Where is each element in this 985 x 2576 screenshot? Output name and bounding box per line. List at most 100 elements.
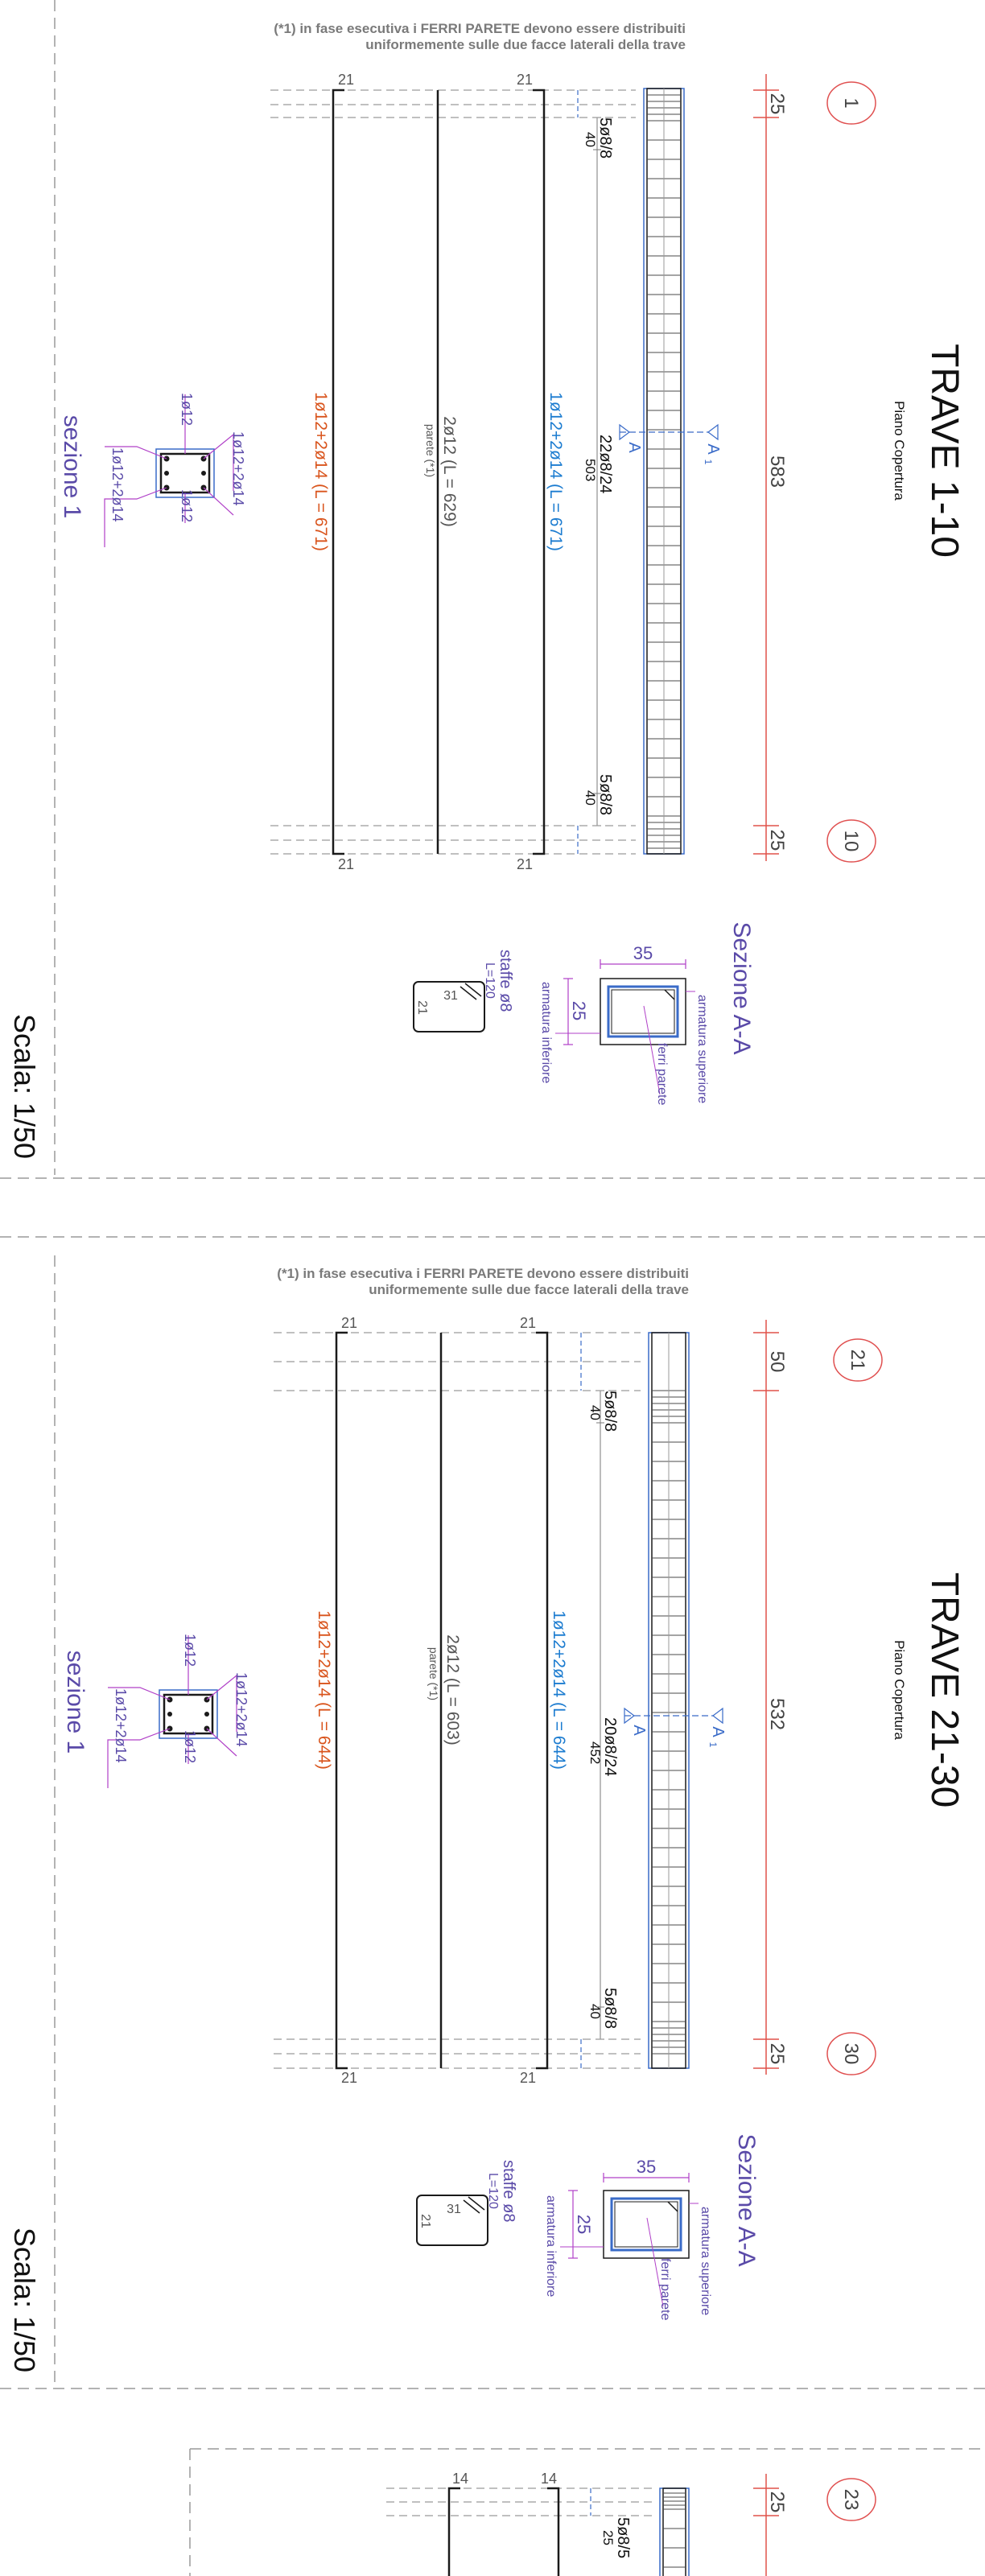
sectionAA-outline bbox=[600, 978, 686, 1045]
node-marker-start bbox=[833, 1338, 883, 1382]
section1-bar bbox=[167, 1712, 172, 1717]
sectionAA-stirrup-inner bbox=[614, 2201, 678, 2248]
stirrup-detail-hook bbox=[463, 2199, 480, 2214]
node-label-start: 1 bbox=[840, 97, 862, 108]
scale-label: Scala: 1/50 bbox=[8, 2228, 41, 2372]
stirrup-detail-title: staffe ø8 bbox=[500, 2160, 517, 2222]
stirrup-group-mid: 22ø8/24 bbox=[596, 435, 614, 493]
section-arrow-left bbox=[619, 423, 630, 441]
sectionAA-top-label: armatura superiore bbox=[699, 2207, 712, 2315]
section-mark-right: A bbox=[704, 443, 722, 455]
hook-length: 21 bbox=[338, 856, 354, 872]
stirrup-detail-shape bbox=[416, 2195, 488, 2246]
stirrup-group-end-length: 40 bbox=[587, 2004, 603, 2019]
rebar-skin-note: parete (*1) bbox=[427, 1647, 440, 1700]
sectionAA-top-label: armatura superiore bbox=[695, 995, 709, 1103]
sectionAA-stirrup bbox=[610, 2197, 682, 2252]
section1-side-label: 1ø12 bbox=[182, 1730, 198, 1763]
stirrup-group-start: 5ø8/8 bbox=[596, 117, 614, 159]
section1-bar bbox=[204, 1712, 209, 1717]
node-label-end: 30 bbox=[840, 2043, 862, 2065]
stirrup-detail-dim-b: 21 bbox=[418, 2214, 432, 2228]
section1-side-label: 1ø12 bbox=[179, 489, 195, 522]
dimension-end: 25 bbox=[766, 2043, 788, 2065]
node-label-start: 21 bbox=[847, 1350, 868, 1371]
dimension-end: 25 bbox=[766, 830, 788, 851]
stirrup-detail-hook bbox=[464, 983, 482, 997]
rebar-skin-label: 2ø12 (L = 603) bbox=[443, 1634, 462, 1745]
node-marker-start bbox=[826, 81, 876, 125]
hook-length: 21 bbox=[341, 2070, 357, 2086]
sectionAA-title: Sezione A-A bbox=[733, 2133, 760, 2266]
section1-top-label: 1ø12+2ø14 bbox=[233, 1672, 249, 1747]
sectionAA-width: 35 bbox=[633, 943, 653, 963]
section-arrow-right bbox=[712, 1707, 723, 1725]
section-arrow-left bbox=[624, 1707, 635, 1725]
sectionAA-leaders bbox=[560, 2203, 699, 2307]
rebar-skin-note: parete (*1) bbox=[424, 424, 437, 477]
section-mark-sub: 1 bbox=[707, 1742, 719, 1748]
hook-length: 21 bbox=[341, 1315, 357, 1331]
note-line-2: uniformemente sulle due facce laterali d… bbox=[365, 37, 686, 52]
rebar-top-label: 1ø12+2ø14 (L = 671) bbox=[546, 392, 565, 551]
beam-subtitle: Piano Copertura bbox=[892, 401, 907, 501]
section-mark-sub: 1 bbox=[703, 460, 714, 465]
section1-title: sezione 1 bbox=[62, 1651, 89, 1754]
sectionAA-height: 25 bbox=[574, 2215, 594, 2234]
note-line-2: uniformemente sulle due facce laterali d… bbox=[369, 1282, 689, 1297]
hook-length: 21 bbox=[520, 1315, 536, 1331]
rebar-top-label: 1ø12+2ø14 (L = 644) bbox=[550, 1610, 568, 1770]
sectionAA-skin-label: ferri parete bbox=[658, 2258, 672, 2320]
node-label-end: 10 bbox=[840, 831, 862, 852]
section-mark-left: A bbox=[630, 1725, 648, 1736]
beam-title: TRAVE 1-10 bbox=[923, 344, 966, 558]
dimension-start: 25 bbox=[766, 93, 788, 115]
node-marker-end bbox=[826, 2032, 876, 2075]
rebar-top-line bbox=[533, 89, 546, 855]
stirrup-group-start-length: 40 bbox=[587, 1405, 603, 1420]
hook-length: 14 bbox=[452, 2471, 468, 2487]
hook-length: 14 bbox=[541, 2471, 557, 2487]
stirrup-detail-shape bbox=[413, 981, 485, 1032]
stirrup-group-end: 5ø8/8 bbox=[601, 1988, 619, 2029]
stirrup-group-mid-length: 503 bbox=[583, 459, 598, 481]
stirrup-detail-dim-a: 31 bbox=[443, 989, 458, 1003]
hook-length: 21 bbox=[338, 72, 354, 88]
sectionAA-height: 25 bbox=[569, 1001, 589, 1020]
section1-top-label: 1ø12+2ø14 bbox=[230, 431, 246, 506]
stirrup-detail-dim-b: 21 bbox=[415, 1000, 429, 1015]
rebar-top-line bbox=[547, 2487, 560, 2576]
sectionAA-title: Sezione A-A bbox=[728, 921, 755, 1054]
stirrup-group-end: 5ø8/8 bbox=[596, 774, 614, 815]
sectionAA-hook bbox=[664, 989, 675, 1000]
rebar-bottom-line bbox=[335, 1331, 348, 2070]
stirrup-group-start: 5ø8/8 bbox=[601, 1391, 619, 1432]
section1-side-label: 1ø12 bbox=[179, 393, 195, 426]
stirrup-group-mid: 20ø8/24 bbox=[601, 1717, 619, 1776]
dimension-span: 583 bbox=[766, 455, 788, 488]
beam-drawing-3-partial: 25 23 5ø8/5 25 14 14 bbox=[386, 2471, 876, 2576]
scale-label: Scala: 1/50 bbox=[8, 1014, 41, 1159]
section1-bottom-label: 1ø12+2ø14 bbox=[109, 447, 126, 522]
rebar-bottom-line bbox=[447, 2487, 460, 2576]
stirrup-group-mid-length: 452 bbox=[587, 1741, 603, 1764]
beam-title: TRAVE 21-30 bbox=[923, 1572, 966, 1808]
beam-drawing-1: (*1) in fase esecutiva i FERRI PARETE de… bbox=[8, 21, 966, 1159]
stirrup-detail-hook bbox=[460, 986, 477, 1000]
sectionAA-leaders bbox=[555, 991, 695, 1095]
beam-drawing-2: (*1) in fase esecutiva i FERRI PARETE de… bbox=[8, 1266, 966, 2372]
sectionAA-outline bbox=[603, 2190, 690, 2259]
section1-bottom-label: 1ø12+2ø14 bbox=[113, 1688, 129, 1763]
sectionAA-hook bbox=[667, 2201, 678, 2212]
rebar-top-line bbox=[536, 1331, 549, 2070]
beam-subtitle: Piano Copertura bbox=[892, 1640, 907, 1740]
dimension-start: 25 bbox=[766, 2492, 788, 2513]
section1-side-label: 1ø12 bbox=[182, 1634, 198, 1667]
hook-length: 21 bbox=[517, 856, 533, 872]
node-marker-end bbox=[826, 819, 876, 863]
section1-bar bbox=[201, 471, 206, 476]
sectionAA-stirrup-inner bbox=[611, 989, 675, 1034]
sectionAA-bottom-label: armatura inferiore bbox=[544, 2195, 558, 2297]
stirrup-detail-length: L=120 bbox=[486, 2173, 500, 2209]
